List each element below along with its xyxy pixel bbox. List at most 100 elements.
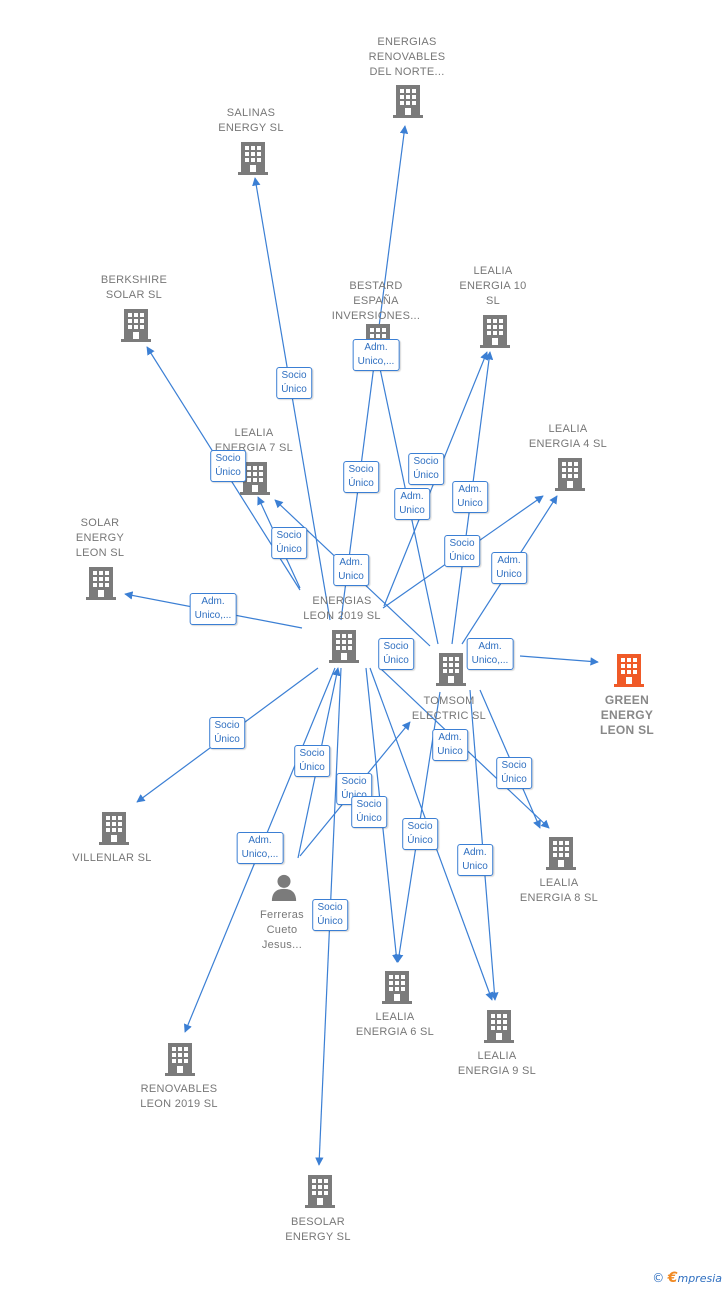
relation-badge-text: Socio: [383, 641, 409, 652]
node-label-line: ENERGIAS: [377, 36, 437, 48]
relation-badge-text: Socio: [276, 530, 302, 541]
node-label-line: TOMSOM: [423, 695, 475, 707]
building-icon[interactable]: [305, 1175, 335, 1208]
node-label-line: VILLENLAR SL: [72, 852, 152, 864]
node-label-line: ENERGIAS: [312, 595, 372, 607]
building-icon[interactable]: [546, 837, 576, 870]
relation-badge-text: Adm.: [400, 491, 424, 502]
relation-badge-text: Socio: [449, 538, 475, 549]
relation-badge-text: Unico,...: [357, 356, 395, 367]
relation-badge-text: Unico: [399, 505, 425, 516]
relation-badge-text: Único: [383, 655, 409, 666]
node-label-line: ENERGY SL: [218, 122, 284, 134]
node-label-line: LEALIA: [375, 1011, 415, 1023]
node-label-line: Ferreras: [260, 909, 304, 921]
building-icon[interactable]: [436, 653, 466, 686]
building-icon[interactable]: [555, 458, 585, 491]
relation-badge[interactable]: Adm. Unico: [394, 488, 430, 520]
node-label-line: ENERGIA 10: [459, 280, 527, 292]
relation-badge-text: Único: [341, 789, 367, 803]
person-icon[interactable]: [271, 874, 297, 901]
node-label-line: ENERGIA 4 SL: [528, 438, 608, 450]
relation-badge-text: Adm.: [497, 555, 521, 566]
edge-tomsom-to-green: [519, 655, 599, 666]
node-label-line: BESTARD: [349, 280, 403, 292]
relation-badge-text: Adm.: [463, 847, 487, 858]
node-label-villenlar[interactable]: VILLENLAR SL: [72, 851, 151, 866]
node-label-line: LEALIA: [234, 427, 274, 439]
relation-badge[interactable]: Adm. Unico: [491, 552, 527, 584]
building-icon[interactable]: [393, 85, 423, 118]
copyright-symbol: ©: [652, 1271, 665, 1285]
relation-badge[interactable]: Adm.Unico: [333, 554, 369, 586]
relation-badge-text: Único: [276, 544, 302, 555]
building-icon[interactable]: [480, 315, 510, 348]
building-icon[interactable]: [329, 630, 359, 663]
node-label-line: LEALIA: [539, 877, 579, 889]
relation-badge[interactable]: Adm.Unico: [452, 481, 488, 513]
relation-badge-text: Socio: [356, 799, 382, 810]
building-icon[interactable]: [382, 971, 412, 1004]
building-icon[interactable]: [99, 812, 129, 845]
node-label-line: LEALIA: [473, 265, 513, 277]
relation-badge-text: Adm.: [478, 641, 502, 652]
node-label-line: BESOLAR: [290, 1216, 346, 1228]
building-icon[interactable]: [238, 142, 268, 175]
relation-badge-text: Único: [501, 774, 527, 785]
relation-badge[interactable]: Adm.Unico,...: [189, 593, 237, 625]
relation-badge[interactable]: Adm.Unico: [432, 729, 468, 761]
node-label-line: ENERGIA 6 SL: [355, 1026, 435, 1038]
relation-badge[interactable]: Adm.Unico,...: [352, 339, 400, 371]
relation-badge-text: Único: [299, 762, 325, 773]
relation-badge-text: Socio: [317, 902, 343, 913]
relation-badge[interactable]: Adm. Unico,...: [466, 638, 514, 670]
node-label-salinas[interactable]: SALINAS ENERGY SL: [218, 106, 283, 136]
relation-badge-text: Socio: [348, 464, 374, 475]
relation-badge-text: Unico,...: [241, 849, 279, 860]
relation-badge-text: Unico: [496, 569, 522, 580]
building-icon[interactable]: [165, 1043, 195, 1076]
node-label-lealia6[interactable]: LEALIA ENERGIA 6 SL: [356, 1010, 434, 1040]
node-label-line: GREEN: [604, 693, 650, 707]
empresia-logo[interactable]: © €mpresia: [652, 1270, 722, 1286]
building-icon[interactable]: [484, 1010, 514, 1043]
relation-badge[interactable]: Adm.Unico: [457, 844, 493, 876]
relation-badge[interactable]: Adm.Unico,...: [236, 832, 284, 864]
relation-badge-text: Socio: [413, 456, 439, 467]
node-label-line: SALINAS: [226, 107, 276, 119]
logo-mark: €: [667, 1270, 678, 1286]
relation-badge-text: Unico,...: [471, 655, 509, 666]
relation-badge-text: Socio: [281, 370, 307, 381]
building-icon[interactable]: [614, 654, 644, 687]
node-label-line: Cueto: [266, 924, 298, 936]
building-icon[interactable]: [121, 309, 151, 342]
building-icon[interactable]: [86, 567, 116, 600]
